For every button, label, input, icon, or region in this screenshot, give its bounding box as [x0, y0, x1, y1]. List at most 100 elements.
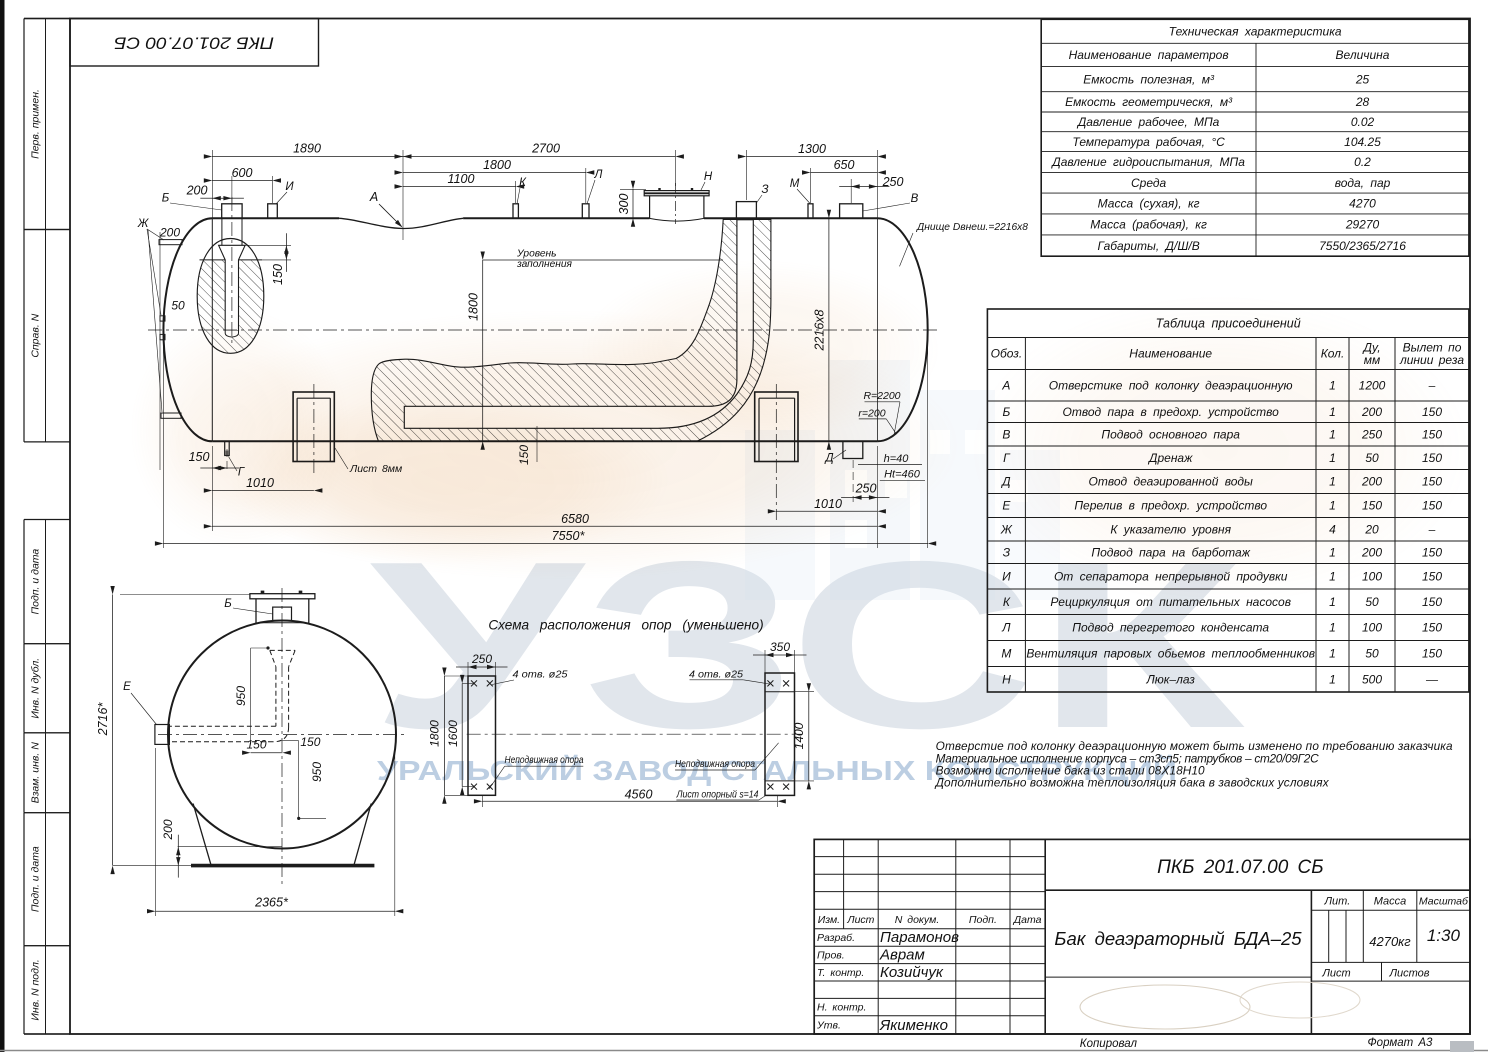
svg-text:Обоз.: Обоз.: [991, 347, 1023, 361]
svg-text:Аврам: Аврам: [879, 947, 925, 964]
svg-text:4 отв. ø25: 4 отв. ø25: [689, 670, 743, 681]
svg-text:Листов: Листов: [1388, 968, 1429, 980]
svg-text:Схема расположения опор (ум: Схема расположения опор (уменьшено): [488, 618, 763, 633]
svg-text:Емкость полезная, м³: Емкость полезная, м³: [1083, 72, 1215, 86]
svg-text:ПКБ 201.07.00 СБ: ПКБ 201.07.00 СБ: [114, 34, 274, 53]
svg-text:1: 1: [1329, 595, 1336, 609]
svg-text:Техническая характеристика: Техническая характеристика: [1169, 25, 1342, 39]
svg-text:1300: 1300: [798, 142, 826, 156]
svg-text:29270: 29270: [1345, 218, 1380, 232]
svg-text:Лист: Лист: [1321, 968, 1350, 980]
svg-text:Разраб.: Разраб.: [817, 932, 855, 944]
svg-text:В: В: [911, 193, 919, 205]
svg-text:Инв. N дубл.: Инв. N дубл.: [30, 658, 42, 719]
svg-text:104.25: 104.25: [1344, 135, 1381, 149]
svg-text:1: 1: [1329, 621, 1336, 635]
svg-text:950: 950: [310, 762, 324, 782]
svg-text:Масса: Масса: [1374, 896, 1407, 908]
svg-text:Неподвижная опора: Неподвижная опора: [505, 755, 584, 766]
svg-text:З: З: [1003, 546, 1011, 560]
svg-text:Габариты, Д/Ш/В: Габариты, Д/Ш/В: [1097, 239, 1199, 253]
svg-text:28: 28: [1355, 95, 1370, 109]
svg-text:200: 200: [159, 226, 180, 240]
svg-text:Лист: Лист: [846, 914, 874, 926]
svg-text:1800: 1800: [428, 720, 442, 747]
svg-text:Лист опорный s=14: Лист опорный s=14: [676, 789, 759, 800]
svg-text:К: К: [1003, 595, 1011, 609]
svg-text:Масса (рабочая), кг: Масса (рабочая), кг: [1090, 218, 1207, 232]
svg-text:ПКБ 201.07.00 СБ: ПКБ 201.07.00 СБ: [1157, 857, 1324, 878]
svg-text:7550/2365/2716: 7550/2365/2716: [1319, 239, 1406, 253]
svg-text:Давление рабочее, МПа: Давление рабочее, МПа: [1076, 115, 1220, 129]
svg-text:Бак деаэраторный БДА–25: Бак деаэраторный БДА–25: [1054, 928, 1302, 949]
svg-text:4560: 4560: [625, 788, 653, 802]
svg-text:Масса (сухая), кг: Масса (сухая), кг: [1098, 197, 1200, 211]
svg-text:4 отв. ø25: 4 отв. ø25: [513, 670, 568, 681]
svg-text:заполнения: заполнения: [516, 259, 573, 270]
svg-text:Вылет по: Вылет по: [1403, 341, 1462, 355]
svg-text:З: З: [761, 184, 768, 196]
svg-text:Утв.: Утв.: [816, 1020, 841, 1032]
svg-text:А: А: [369, 190, 378, 204]
svg-text:Пров.: Пров.: [817, 950, 845, 962]
svg-text:4270кг: 4270кг: [1369, 934, 1411, 949]
svg-text:150: 150: [1422, 595, 1442, 609]
svg-text:Копировал: Копировал: [1080, 1038, 1138, 1050]
svg-text:200: 200: [186, 184, 208, 198]
svg-text:150: 150: [1422, 570, 1442, 584]
svg-text:М: М: [1001, 647, 1011, 661]
svg-text:И: И: [285, 181, 294, 193]
svg-text:0.2: 0.2: [1354, 155, 1371, 169]
svg-text:150: 150: [271, 264, 285, 285]
svg-text:М: М: [790, 178, 800, 190]
svg-text:Люк–лаз: Люк–лаз: [1146, 673, 1196, 687]
svg-text:Козийчук: Козийчук: [880, 964, 944, 981]
svg-text:Б: Б: [162, 193, 170, 205]
svg-text:600: 600: [232, 166, 253, 180]
svg-text:150: 150: [1422, 546, 1442, 560]
svg-text:1: 1: [1329, 673, 1336, 687]
svg-text:И: И: [1002, 570, 1011, 584]
svg-text:0.02: 0.02: [1351, 115, 1375, 129]
svg-text:Взам. инв. N: Взам. инв. N: [30, 742, 42, 804]
svg-text:50: 50: [1365, 595, 1379, 609]
svg-text:350: 350: [770, 640, 790, 654]
svg-text:Отверстие под колонку деаэр: Отверстие под колонку деаэрационную може…: [936, 739, 1453, 753]
svg-text:1890: 1890: [293, 142, 321, 156]
svg-text:1800: 1800: [483, 158, 511, 172]
svg-text:Вентиляция паровых обьемов: Вентиляция паровых обьемов теплообменник…: [1026, 647, 1315, 661]
svg-text:Давление гидроиспытания, МПа: Давление гидроиспытания, МПа: [1050, 155, 1245, 169]
svg-text:Среда: Среда: [1131, 176, 1167, 190]
svg-text:Перв. примен.: Перв. примен.: [30, 89, 42, 159]
svg-text:N докум.: N докум.: [895, 914, 939, 926]
svg-text:Справ. N: Справ. N: [30, 313, 42, 357]
svg-text:2365*: 2365*: [254, 896, 289, 910]
svg-text:1:30: 1:30: [1427, 926, 1461, 945]
svg-text:650: 650: [834, 158, 855, 172]
svg-text:100: 100: [1362, 621, 1382, 635]
svg-text:Л: Л: [1001, 621, 1011, 635]
svg-text:Е: Е: [123, 681, 131, 693]
svg-text:Лит.: Лит.: [1324, 896, 1351, 908]
svg-text:150: 150: [246, 738, 266, 752]
svg-text:Инв. N подл.: Инв. N подл.: [30, 959, 42, 1020]
svg-text:50: 50: [1365, 647, 1379, 661]
svg-text:Л: Л: [594, 169, 603, 181]
svg-text:150: 150: [1422, 647, 1442, 661]
svg-text:Дата: Дата: [1013, 914, 1042, 926]
svg-text:Емкость геометрическя, м³: Емкость геометрическя, м³: [1065, 95, 1233, 109]
svg-text:Т. контр.: Т. контр.: [817, 967, 864, 979]
svg-text:150: 150: [300, 735, 320, 749]
svg-text:вода, пар: вода, пар: [1335, 176, 1391, 190]
svg-text:Якименко: Якименко: [879, 1017, 948, 1034]
svg-text:1: 1: [1329, 647, 1336, 661]
svg-text:Масштаб: Масштаб: [1419, 896, 1469, 908]
svg-text:200: 200: [161, 819, 175, 840]
svg-text:Н: Н: [704, 171, 713, 183]
svg-text:500: 500: [1362, 673, 1382, 687]
svg-text:Парамонов: Парамонов: [880, 929, 959, 946]
svg-text:Наименование параметров: Наименование параметров: [1069, 48, 1229, 62]
svg-text:Формат А3: Формат А3: [1368, 1037, 1434, 1049]
svg-text:950: 950: [234, 686, 248, 706]
svg-text:Материальное исполнение корп: Материальное исполнение корпуса – ст3сп5…: [936, 752, 1319, 766]
